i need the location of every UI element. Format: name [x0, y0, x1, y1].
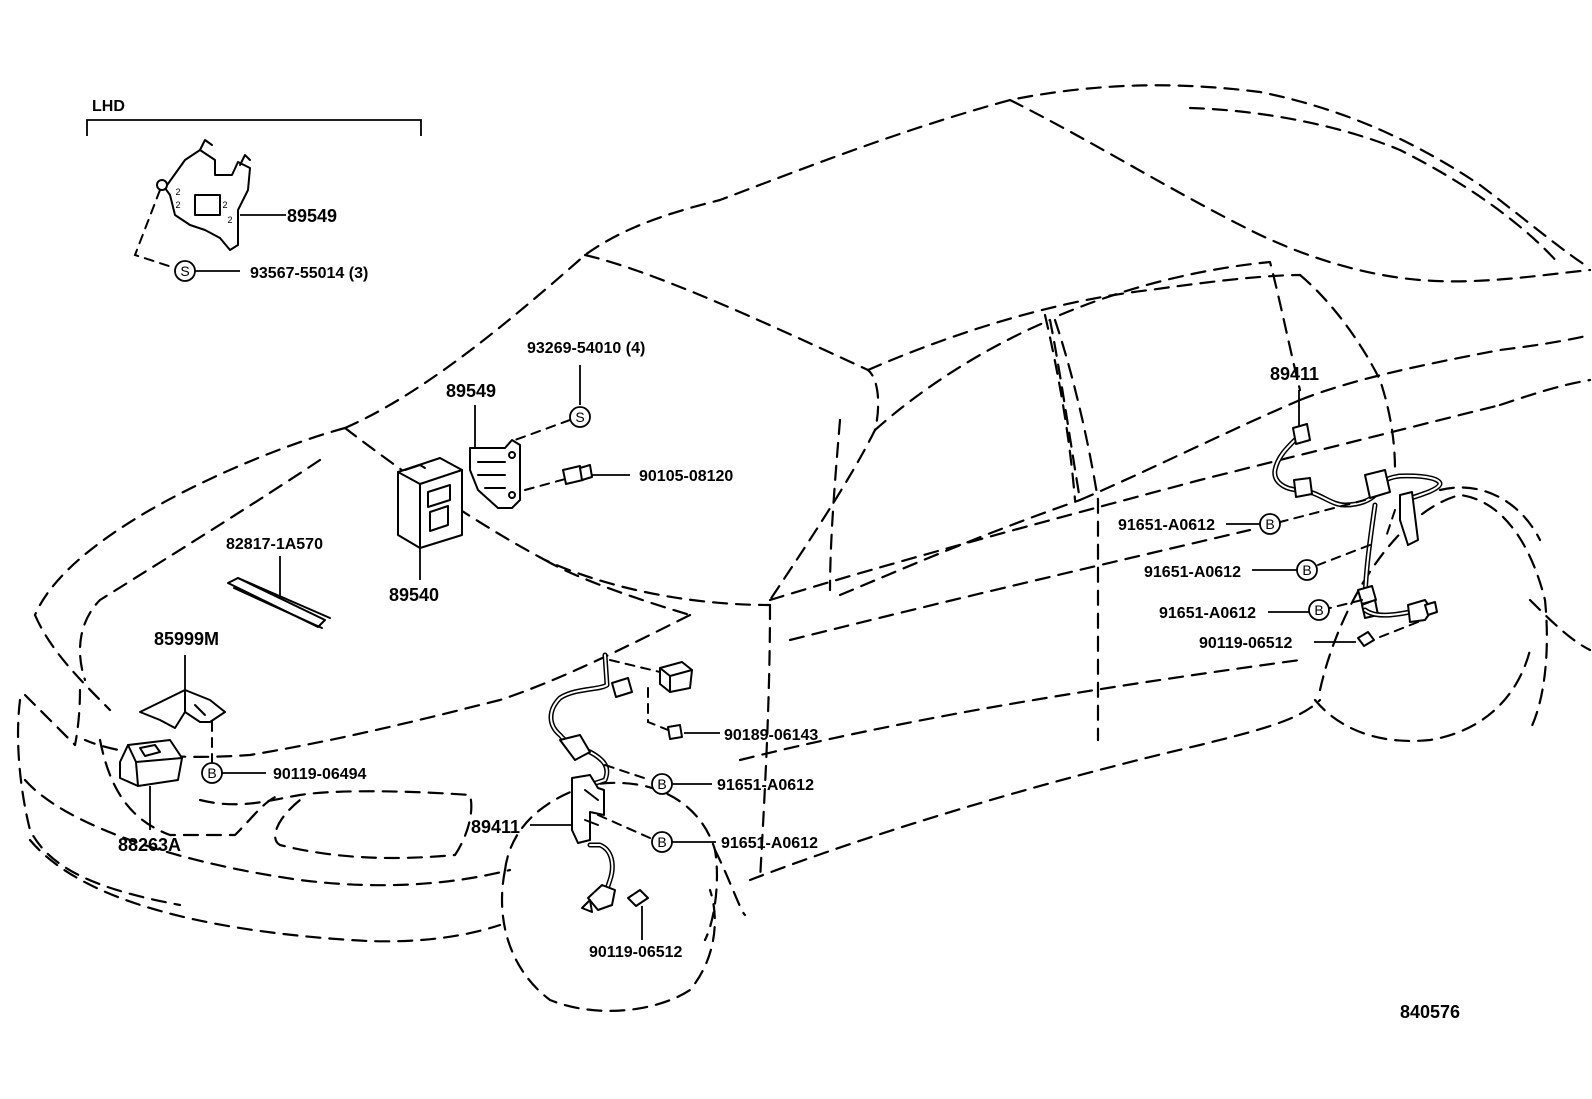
bolt-rear-sensor-drawing — [1357, 631, 1375, 647]
svg-text:2: 2 — [227, 215, 232, 225]
label-91651-A0612-r3: 91651-A0612 — [1159, 605, 1256, 622]
relay-drawing — [119, 739, 183, 787]
label-88263A: 88263A — [118, 835, 181, 855]
rear-sensor-head — [1362, 599, 1438, 623]
rear-sensor-bracket — [1364, 469, 1419, 546]
screw-symbol-bracket-text: S — [575, 409, 584, 425]
svg-text:2: 2 — [222, 200, 227, 210]
label-93567-55014: 93567-55014 (3) — [250, 265, 368, 282]
bolt-symbol-rear-1-text: B — [1265, 516, 1274, 532]
label-85999M: 85999M — [154, 629, 219, 649]
label-93269-54010: 93269-54010 (4) — [527, 340, 645, 357]
front-sensor-clip — [559, 734, 591, 761]
ecu-assembly: 93269-54010 (4) S 89549 90105-08120 8954… — [389, 340, 733, 605]
ecu-bracket-drawing — [469, 439, 521, 509]
label-89411-rear: 89411 — [1270, 364, 1319, 384]
front-sensor-bracket — [571, 774, 605, 844]
label-89540: 89540 — [389, 585, 439, 605]
bolt-symbol-rear-3 — [1308, 599, 1330, 621]
label-91651-A0612-f1: 91651-A0612 — [717, 777, 814, 794]
label-90119-06512-rear: 90119-06512 — [1199, 635, 1293, 652]
screw-symbol-bracket — [569, 406, 591, 428]
bolt-symbol-rear-2-text: B — [1302, 562, 1311, 578]
figure-number: 840576 — [1400, 1002, 1460, 1022]
label-82817-1A570: 82817-1A570 — [226, 536, 323, 553]
ecu-drawing — [397, 457, 463, 549]
rear-sensor-connector — [1292, 423, 1313, 498]
front-sensor-assembly: 90189-06143 B 91651-A0612 89411 B 91651-… — [471, 652, 818, 961]
label-91651-A0612-f2: 91651-A0612 — [721, 835, 818, 852]
rear-sensor-assembly: 89411 B 91651-A0612 B 91651-A0612 — [1118, 364, 1443, 652]
label-90119-06512-front: 90119-06512 — [589, 944, 683, 961]
svg-text:2: 2 — [175, 187, 180, 197]
seal-strip-assembly: 82817-1A570 — [226, 536, 331, 629]
car-body-outline — [16, 84, 1592, 1013]
relay-bracket-drawing — [139, 689, 226, 729]
bolt-symbol-front-2-text: B — [657, 834, 666, 850]
seal-strip-drawing — [227, 577, 331, 629]
lhd-label: LHD — [92, 98, 125, 115]
front-sensor-connector — [611, 661, 693, 698]
svg-text:2: 2 — [175, 200, 180, 210]
bolt-symbol-rear-3-text: B — [1314, 602, 1323, 618]
bolt-symbol-relay-text: B — [207, 765, 216, 781]
label-89549-main: 89549 — [446, 381, 496, 401]
label-90189-06143: 90189-06143 — [724, 727, 818, 744]
front-sensor-head — [581, 884, 616, 913]
label-90119-06494: 90119-06494 — [273, 766, 367, 783]
lhd-inset: LHD 2 2 2 2 89549 S 93567-55014 (3) — [86, 98, 422, 282]
label-91651-A0612-r1: 91651-A0612 — [1118, 517, 1215, 534]
bolt-90105-drawing — [562, 464, 593, 485]
relay-assembly: 85999M B 90119-06494 88263A — [118, 629, 367, 855]
screw-symbol-lhd-text: S — [180, 263, 189, 279]
label-89411-front: 89411 — [471, 817, 520, 837]
bolt-front-sensor-drawing — [627, 889, 649, 907]
label-89549-lhd: 89549 — [287, 206, 337, 226]
label-90105-08120: 90105-08120 — [639, 468, 733, 485]
label-91651-A0612-r2: 91651-A0612 — [1144, 564, 1241, 581]
bolt-symbol-front-1-text: B — [657, 776, 666, 792]
lhd-bracket-drawing: 2 2 2 2 — [156, 139, 251, 251]
front-sensor-wire — [548, 652, 615, 898]
bolt-90189-drawing — [667, 724, 683, 740]
